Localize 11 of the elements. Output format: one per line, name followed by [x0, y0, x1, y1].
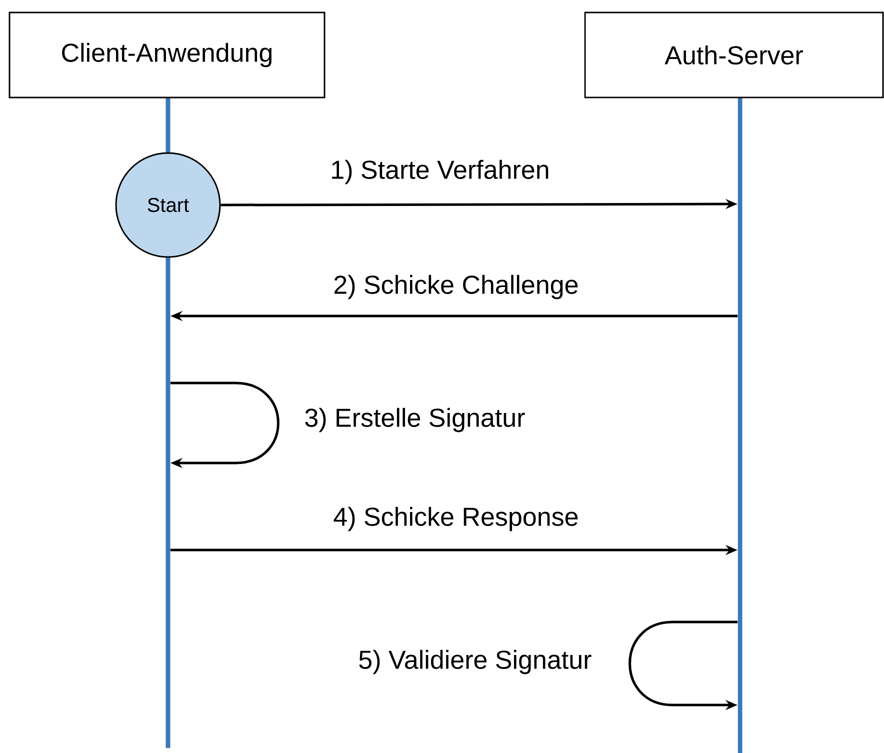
lifeline — [738, 97, 742, 753]
lifeline — [166, 97, 170, 153]
participant-box: Auth-Server — [584, 12, 884, 98]
self-message-arrow — [170, 382, 280, 468]
lifeline — [166, 257, 170, 748]
edge-label: 4) Schicke Response — [334, 506, 578, 532]
edge-label: 5) Validiere Signatur — [359, 650, 592, 674]
edge-label: 2) Schicke Challenge — [334, 274, 578, 300]
edge-label: 1) Starte Verfahren — [332, 160, 548, 184]
participant-box: Client-Anwendung — [8, 12, 326, 98]
edge-label: 3) Erstelle Signatur — [305, 408, 525, 432]
